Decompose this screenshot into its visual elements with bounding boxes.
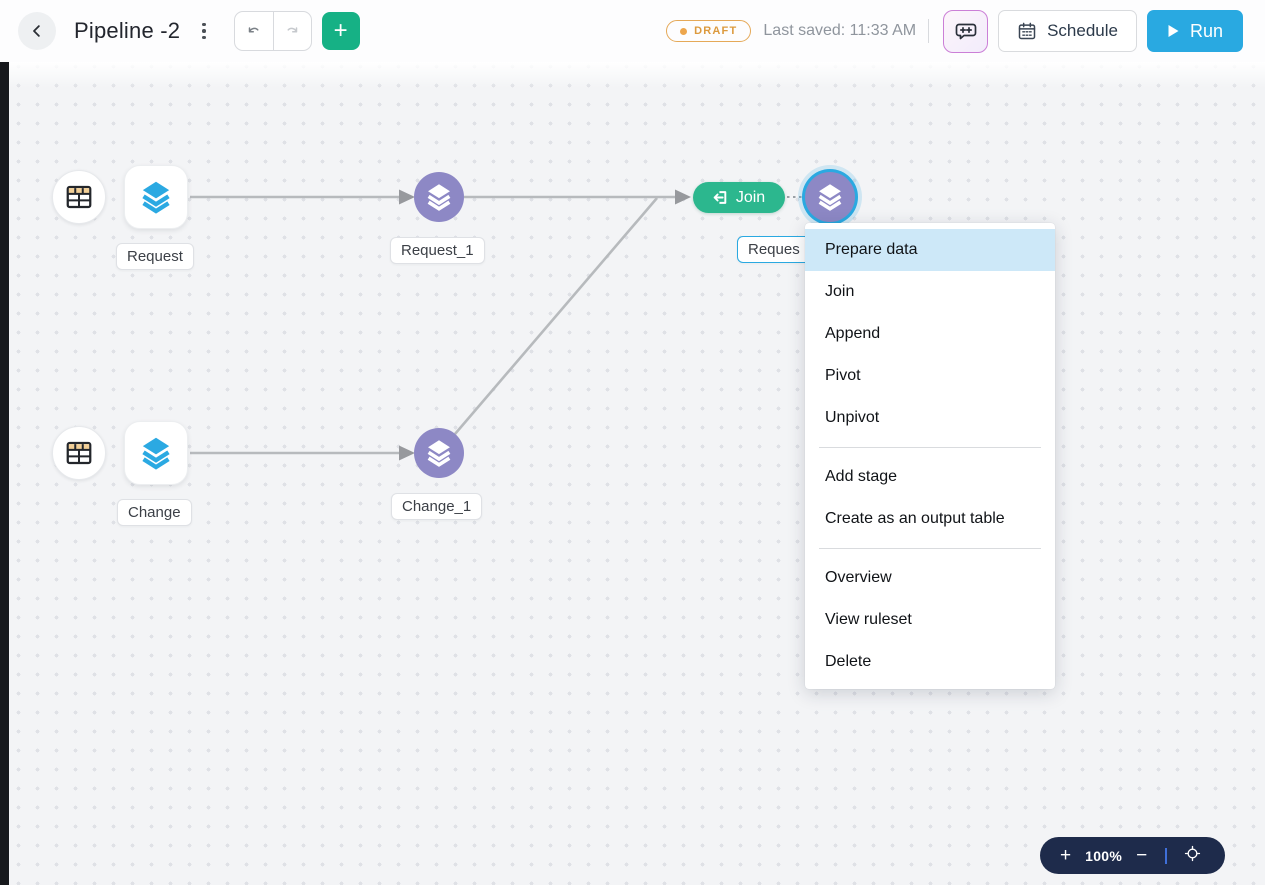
zoom-out-button[interactable]: − <box>1132 846 1151 865</box>
back-button[interactable] <box>18 12 56 50</box>
status-dot-icon <box>680 27 688 35</box>
schedule-button[interactable]: Schedule <box>998 10 1137 52</box>
join-icon <box>713 191 727 204</box>
arrowhead-icon <box>399 445 415 461</box>
undo-icon <box>248 27 259 33</box>
menu-item-pivot[interactable]: Pivot <box>825 367 861 384</box>
redo-icon <box>287 27 298 33</box>
source-table-node-request[interactable] <box>52 170 106 224</box>
play-icon <box>1168 25 1179 37</box>
chat-feedback-icon <box>955 23 976 40</box>
stage-node-request[interactable] <box>124 165 188 229</box>
undo-button[interactable] <box>235 12 273 50</box>
chevron-left-icon <box>33 25 40 37</box>
run-button[interactable]: Run <box>1146 10 1243 52</box>
zoom-toolbar: + 100% − <box>1040 837 1225 874</box>
plus-icon: + <box>333 17 348 44</box>
menu-item-append[interactable]: Append <box>825 325 881 342</box>
arrowhead-icon <box>675 189 691 205</box>
left-edge-panel <box>0 62 9 885</box>
status-badge-label: DRAFT <box>694 25 738 37</box>
menu-item-add-stage[interactable]: Add stage <box>825 468 898 485</box>
node-label-change-1[interactable]: Change_1 <box>391 493 483 520</box>
arrowhead-icon <box>399 189 415 205</box>
table-icon <box>66 185 92 209</box>
pipeline-title: Pipeline -2 <box>74 18 181 43</box>
node-label-request[interactable]: Request <box>116 243 194 270</box>
undo-redo-group <box>233 11 312 51</box>
layers-icon <box>142 437 170 470</box>
menu-item-prepare-data[interactable]: Prepare data <box>805 229 1055 271</box>
connector-layer <box>190 189 804 461</box>
add-node-button[interactable]: + <box>321 12 360 50</box>
menu-divider <box>819 548 1041 549</box>
divider <box>928 19 930 43</box>
table-icon <box>66 441 92 465</box>
feedback-button[interactable] <box>943 9 989 53</box>
join-label: Join <box>735 188 766 206</box>
menu-item-view-ruleset[interactable]: View ruleset <box>825 611 912 628</box>
node-label-change[interactable]: Change <box>117 499 192 526</box>
top-toolbar: Pipeline -2 + DRAFT Last saved: 11:33 AM <box>0 0 1265 62</box>
redo-button[interactable] <box>272 12 311 50</box>
join-node[interactable]: Join <box>693 182 785 213</box>
last-saved-text: Last saved: 11:33 AM <box>763 22 917 39</box>
stage-node-request-1[interactable] <box>414 172 464 222</box>
zoom-in-button[interactable]: + <box>1056 846 1075 865</box>
node-label-request-1[interactable]: Request_1 <box>390 237 485 264</box>
menu-item-overview[interactable]: Overview <box>825 569 892 586</box>
stage-node-change-1[interactable] <box>414 428 464 478</box>
calendar-icon <box>1018 22 1036 40</box>
run-label: Run <box>1189 20 1223 41</box>
menu-item-join[interactable]: Join <box>825 283 855 300</box>
more-options-menu[interactable] <box>196 17 212 46</box>
pipeline-canvas[interactable]: Join Request Request_1 Change Change_1 R… <box>0 62 1265 885</box>
layers-icon <box>818 184 842 211</box>
fit-to-screen-button[interactable] <box>1179 844 1206 867</box>
status-badge: DRAFT <box>666 20 752 42</box>
stage-node-selected[interactable] <box>805 172 855 222</box>
layers-icon <box>427 440 451 467</box>
schedule-label: Schedule <box>1047 21 1118 40</box>
menu-divider <box>819 447 1041 448</box>
crosshair-icon <box>1184 845 1200 862</box>
menu-item-create-output-table[interactable]: Create as an output table <box>825 510 1005 527</box>
stage-node-change[interactable] <box>124 421 188 485</box>
node-context-menu: Prepare data Join Append Pivot Unpivot A… <box>805 223 1055 689</box>
menu-item-unpivot[interactable]: Unpivot <box>825 409 880 426</box>
menu-item-delete[interactable]: Delete <box>825 653 872 670</box>
layers-icon <box>427 184 451 211</box>
divider <box>1165 847 1167 864</box>
layers-icon <box>142 181 170 214</box>
zoom-level: 100% <box>1085 847 1123 864</box>
source-table-node-change[interactable] <box>52 426 106 480</box>
